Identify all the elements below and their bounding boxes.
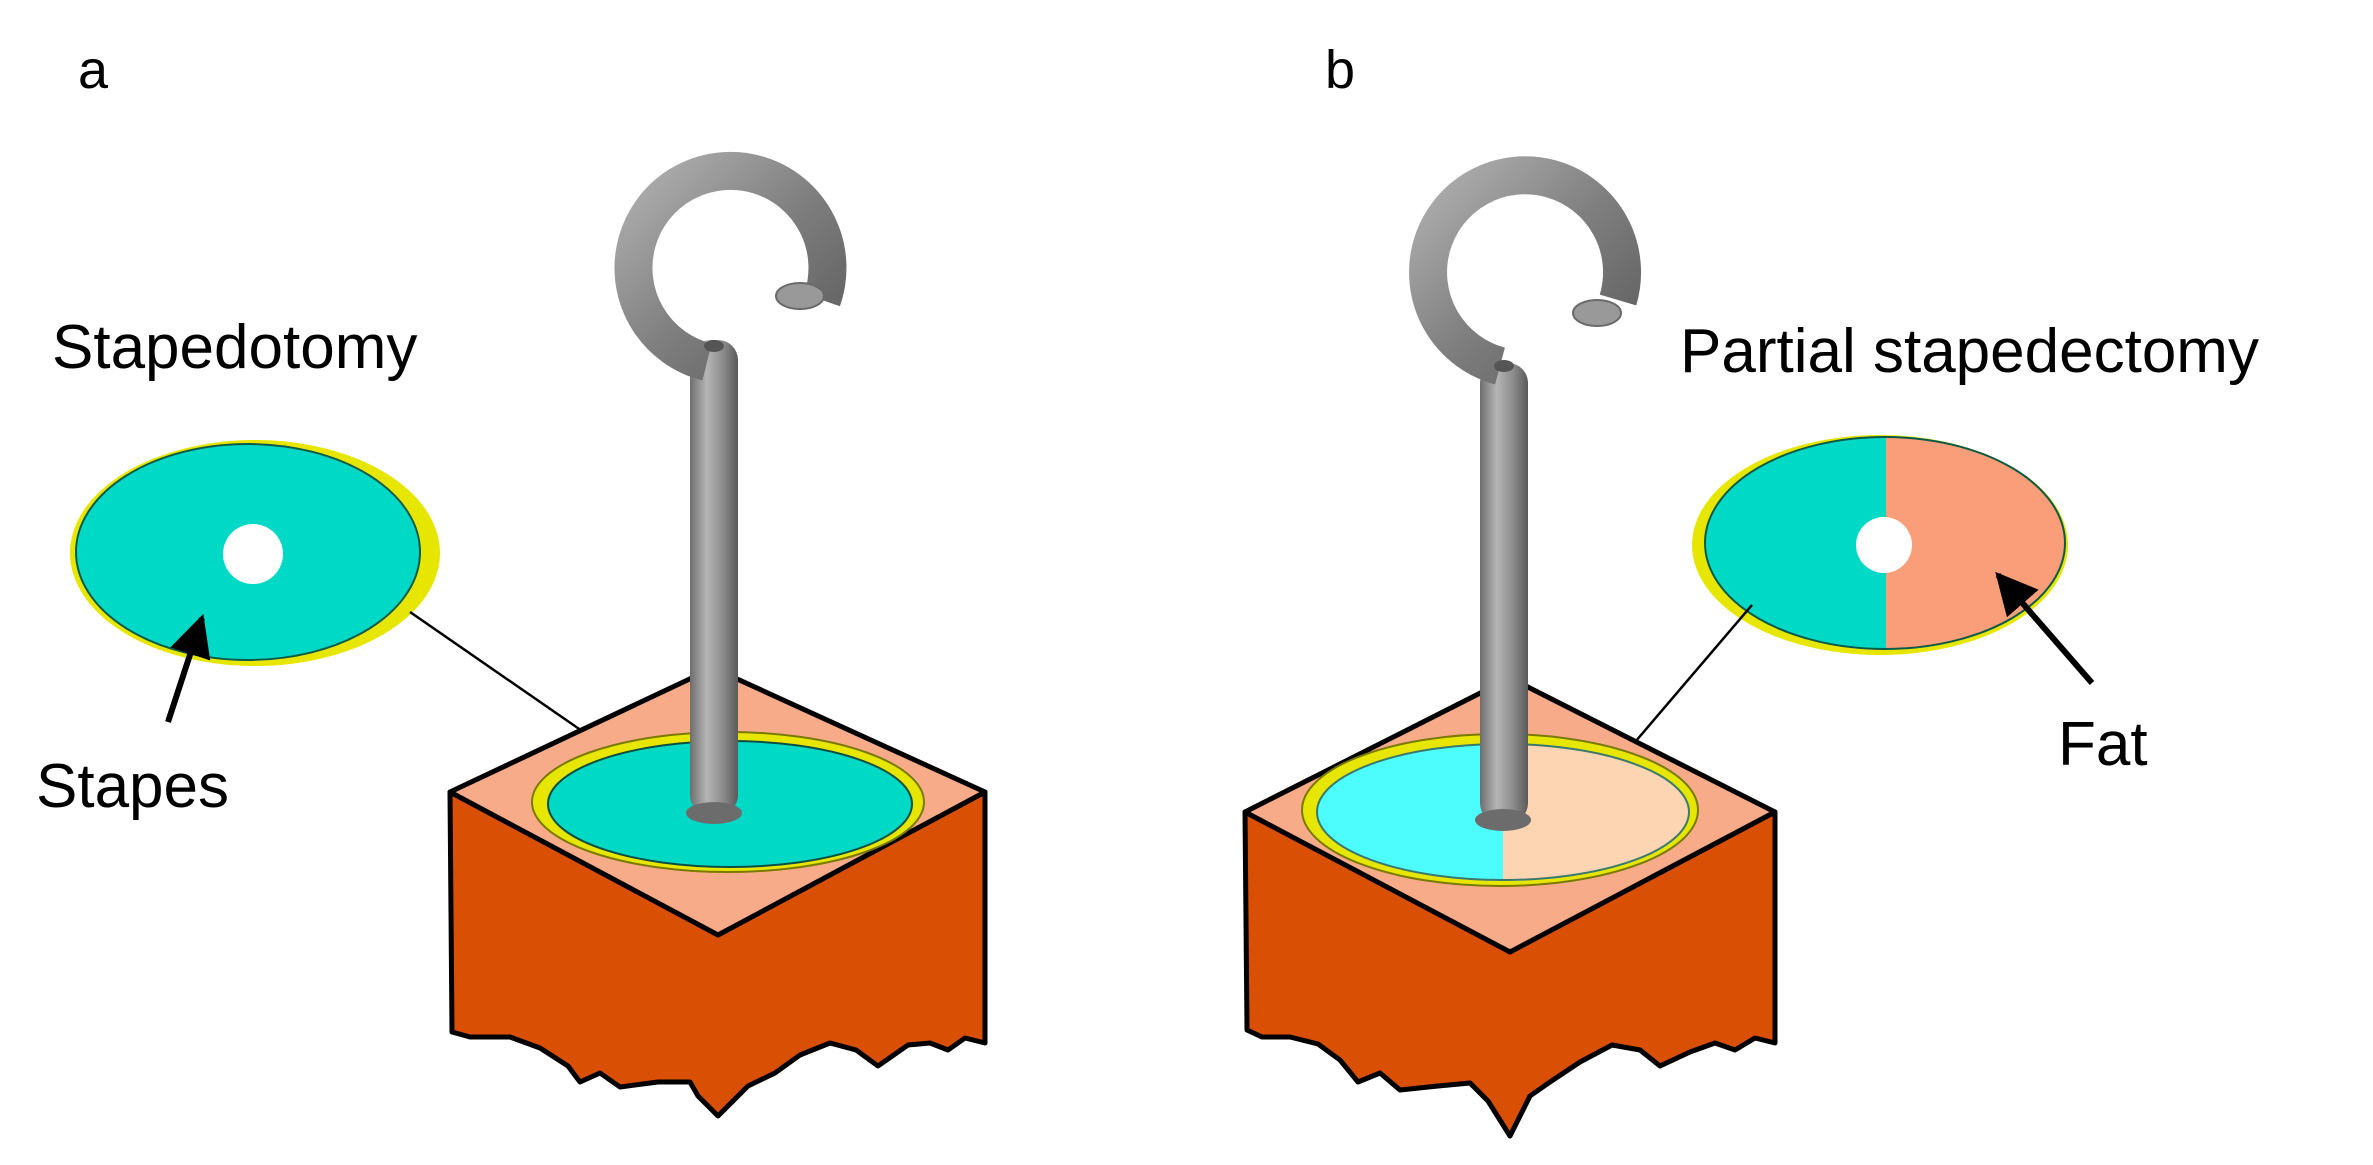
panel-b: b Partial stapedectomy Fat [1242, 40, 2259, 1139]
leader-line-a [409, 610, 600, 744]
piston-prosthesis-icon [1409, 156, 1641, 831]
panel-b-callout: Fat [2058, 710, 2148, 779]
magnified-footplate-a [70, 440, 440, 666]
callout-arrow-a [165, 614, 211, 723]
panel-a-title: Stapedotomy [52, 313, 417, 382]
magnified-footplate-b [1692, 435, 2068, 655]
callout-arrow-b [1995, 571, 2095, 685]
piston-hole-icon [1856, 517, 1912, 573]
panel-a-callout: Stapes [36, 752, 229, 821]
panel-a: a Stapedotomy Stapes [36, 40, 988, 1119]
piston-hole-icon [223, 524, 283, 584]
panel-b-title: Partial stapedectomy [1680, 317, 2259, 386]
panel-b-letter: b [1325, 40, 1355, 100]
piston-prosthesis-icon [614, 151, 847, 824]
leader-line-b [1616, 604, 1753, 764]
panel-a-letter: a [78, 40, 109, 100]
